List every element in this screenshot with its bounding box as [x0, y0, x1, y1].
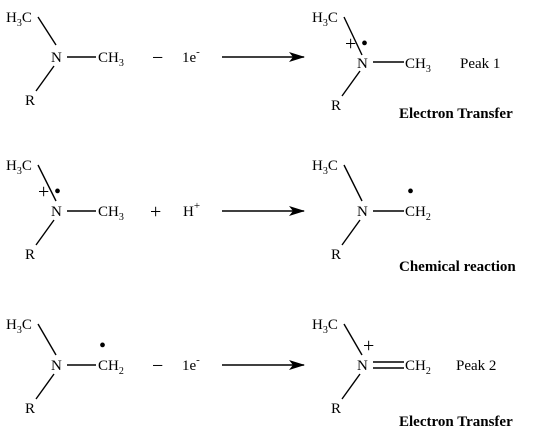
bond-r	[35, 373, 55, 400]
methyl-right: CH3	[405, 56, 431, 75]
reactant-amine: H3C N CH3 R	[6, 10, 124, 109]
r-group: R	[331, 98, 341, 114]
bond-methyl	[343, 164, 363, 202]
methylene: CH2	[405, 204, 431, 223]
nitrogen-atom: N	[51, 358, 62, 374]
product-iminium: H3C + N CH2 R	[312, 317, 431, 417]
bond-r	[35, 219, 55, 246]
methyl-top: H3C	[312, 158, 338, 177]
step-label: Electron Transfer	[399, 106, 513, 122]
methyl-top: H3C	[312, 10, 338, 29]
radical-dot: •	[361, 33, 368, 55]
product-radical-cation: H3C + • N CH3 R	[312, 10, 431, 114]
proton: H+	[183, 200, 200, 220]
radical-dot: •	[407, 181, 414, 203]
reaction-2: H3C + • N CH3 R + H+ H3C N • CH2 R Chemi…	[6, 158, 516, 275]
nitrogen-atom: N	[51, 50, 62, 66]
peak-label: Peak 1	[460, 56, 500, 72]
r-group: R	[331, 401, 341, 417]
radical-dot: •	[54, 181, 61, 203]
nitrogen-atom: N	[357, 358, 368, 374]
methylene: CH2	[405, 358, 431, 377]
methyl-right: CH3	[98, 204, 124, 223]
nitrogen-atom: N	[357, 56, 368, 72]
bond-r	[35, 65, 55, 92]
peak-label: Peak 2	[456, 358, 496, 374]
r-group: R	[25, 401, 35, 417]
methyl-top: H3C	[312, 317, 338, 336]
electron-term: 1e-	[182, 354, 200, 374]
bond-r	[341, 219, 361, 246]
product-carbon-radical: H3C N • CH2 R	[312, 158, 431, 263]
nitrogen-atom: N	[357, 204, 368, 220]
step-label: Chemical reaction	[399, 259, 516, 275]
bond-r	[341, 70, 361, 97]
reaction-1: H3C N CH3 R − 1e- H3C + • N CH3 R Peak 1…	[6, 10, 513, 122]
r-group: R	[25, 247, 35, 263]
minus-sign: −	[152, 355, 163, 377]
methyl-right: CH3	[98, 50, 124, 69]
charge-plus: +	[363, 335, 374, 357]
radical-dot: •	[99, 335, 106, 357]
r-group: R	[25, 93, 35, 109]
electron-term: 1e-	[182, 46, 200, 66]
r-group: R	[331, 247, 341, 263]
charge-plus: +	[38, 181, 49, 203]
bond-methyl	[37, 164, 57, 202]
bond-methyl	[37, 323, 57, 356]
plus-sign: +	[150, 201, 161, 223]
methyl-top: H3C	[6, 10, 32, 29]
methyl-top: H3C	[6, 317, 32, 336]
reactant-radical-cation: H3C + • N CH3 R	[6, 158, 124, 263]
bond-methyl	[343, 323, 363, 356]
bond-r	[341, 373, 361, 400]
reactant-carbon-radical: H3C N • CH2 R	[6, 317, 124, 417]
nitrogen-atom: N	[51, 204, 62, 220]
bond-methyl	[37, 16, 57, 46]
bond-methyl	[343, 16, 363, 56]
reaction-3: H3C N • CH2 R − 1e- H3C + N CH2 R Peak 2…	[6, 317, 513, 430]
methyl-top: H3C	[6, 158, 32, 177]
minus-sign: −	[152, 47, 163, 69]
methylene: CH2	[98, 358, 124, 377]
step-label: Electron Transfer	[399, 414, 513, 430]
charge-plus: +	[345, 33, 356, 55]
